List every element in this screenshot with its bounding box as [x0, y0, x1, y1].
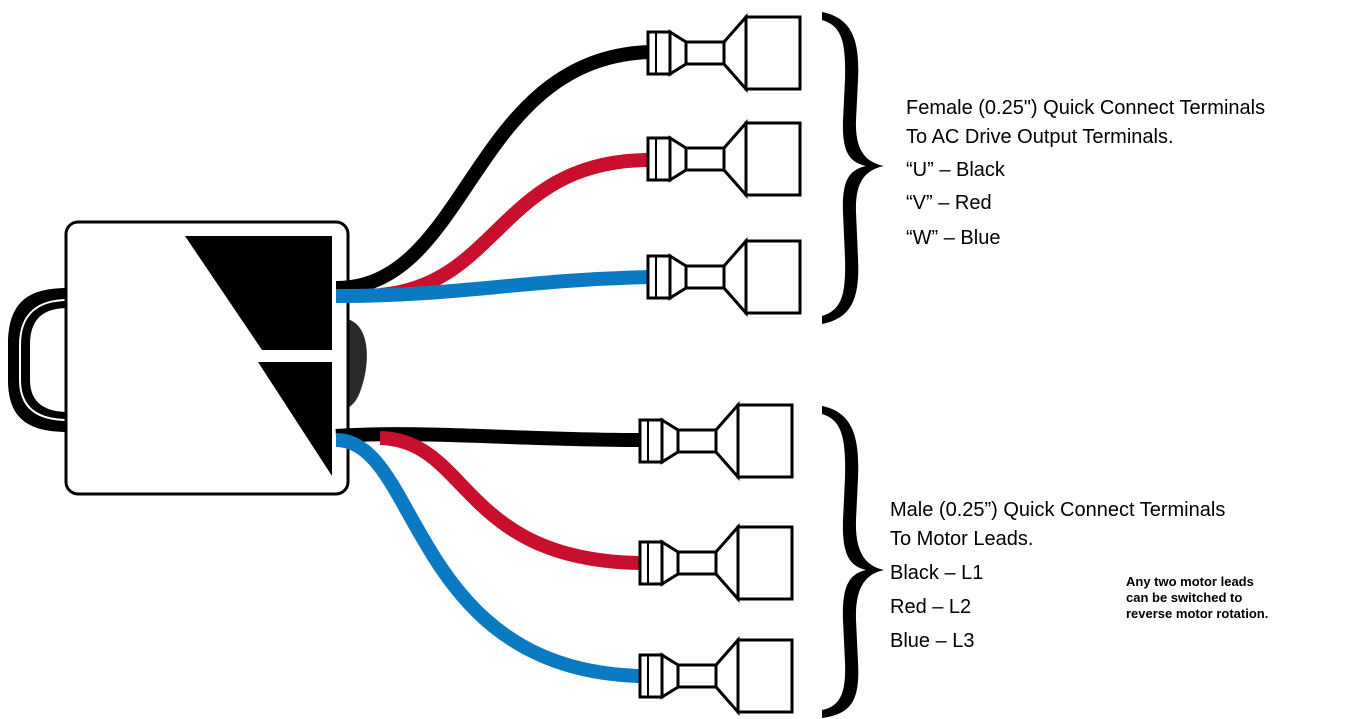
terminal-female-u	[646, 15, 802, 91]
filter-body	[8, 220, 367, 496]
terminal-female-w	[646, 239, 802, 315]
left-mounting-loop	[8, 288, 68, 432]
terminal-male-l3	[638, 638, 794, 714]
wire-output-blue	[335, 270, 651, 303]
wire-motor-black	[335, 427, 641, 447]
terminal-male-l1	[638, 403, 794, 479]
output-group-subheading: To AC Drive Output Terminals.	[906, 126, 1174, 148]
wire-motor-blue	[335, 433, 641, 683]
rotation-note-line-2: can be switched to	[1126, 590, 1243, 605]
terminal-male-l2	[638, 525, 794, 601]
output-lead-v: “V” – Red	[906, 192, 992, 214]
motor-lead-l3: Blue – L3	[890, 630, 975, 652]
rotation-note-line-3: reverse motor rotation.	[1126, 606, 1269, 621]
lower-sleeve	[258, 362, 332, 476]
rotation-note-line-1: Any two motor leads	[1126, 574, 1254, 589]
wire-motor-red	[379, 431, 641, 570]
motor-wires	[335, 427, 641, 683]
output-group-heading: Female (0.25") Quick Connect Terminals	[906, 97, 1266, 119]
wire-output-black	[335, 45, 651, 295]
motor-lead-l1: Black – L1	[890, 562, 984, 584]
motor-group-heading: Male (0.25”) Quick Connect Terminals	[890, 499, 1226, 521]
wire-output-red	[379, 153, 651, 302]
output-wires	[335, 45, 651, 303]
output-lead-u: “U” – Black	[906, 159, 1005, 181]
brace-motor	[822, 406, 884, 718]
upper-sleeve	[185, 236, 332, 350]
terminal-female-v	[646, 121, 802, 197]
brace-output	[822, 12, 884, 324]
motor-lead-l2: Red – L2	[890, 596, 972, 618]
output-lead-w: “W” – Blue	[906, 227, 1001, 249]
motor-group-subheading: To Motor Leads.	[890, 528, 1034, 550]
